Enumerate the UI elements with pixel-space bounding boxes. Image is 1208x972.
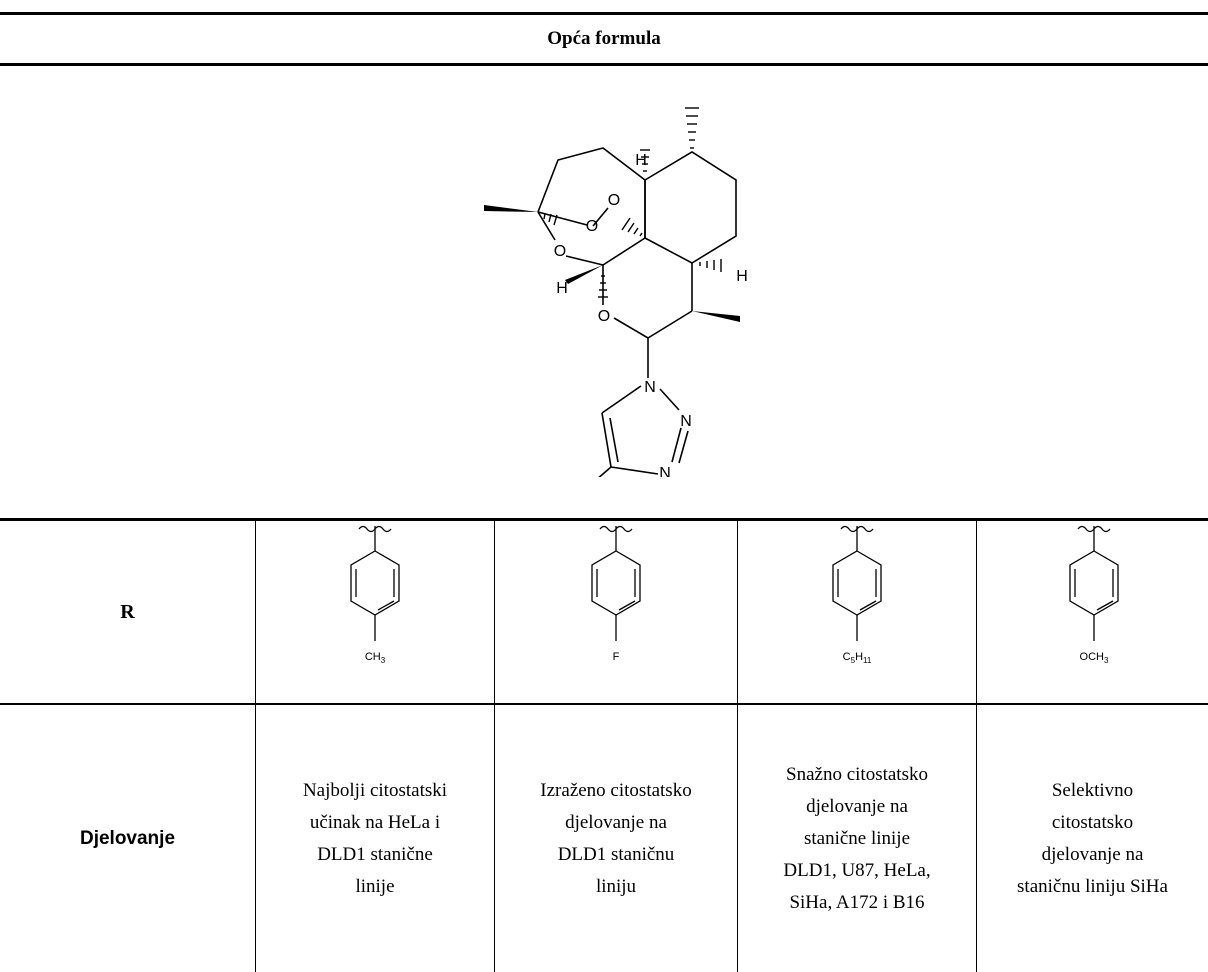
column-divider (255, 521, 256, 972)
atom-n-1: N (644, 379, 656, 396)
atom-n-2: N (680, 413, 692, 430)
table-top-rule (0, 12, 1208, 15)
substituent-fluorophenyl: F (591, 525, 641, 663)
column-divider (737, 521, 738, 972)
atom-o-peroxide-1: O (586, 218, 598, 235)
substituent-methoxyphenyl: OCH3 (1069, 525, 1119, 665)
formula-bottom-rule (0, 518, 1208, 521)
substituent-pentylphenyl: C5H11 (832, 525, 882, 665)
atom-o-peroxide-2: O (608, 192, 620, 209)
substituent-label-c5h11: C5H11 (843, 651, 872, 665)
atom-h-left: H (556, 280, 568, 297)
header-bottom-rule (0, 63, 1208, 66)
row-label-r: R (120, 600, 135, 623)
atom-h-top: H (635, 152, 647, 169)
substituent-label-ch3: CH3 (365, 651, 386, 665)
substituent-tolyl: CH3 (350, 525, 400, 665)
atom-o-lower: O (598, 308, 610, 325)
atom-n-3: N (659, 465, 671, 477)
atom-h-right: H (736, 268, 748, 285)
activity-cell-4: Selektivno citostatsko djelovanje na sta… (1017, 779, 1168, 897)
row-divider-rule (0, 703, 1208, 705)
column-divider (494, 521, 495, 972)
activity-cell-1: Najbolji citostatski učinak na HeLa i DL… (302, 779, 448, 897)
substituent-label-f: F (613, 651, 620, 663)
table-header: Opća formula (547, 28, 661, 49)
atom-o-ring: O (554, 243, 566, 260)
column-divider (976, 521, 977, 972)
substituent-label-och3: OCH3 (1080, 651, 1109, 665)
row-label-djelovanje: Djelovanje (79, 827, 176, 849)
activity-cell-2: Izraženo citostatsko djelovanje na DLD1 … (540, 779, 692, 897)
activity-cell-3: Snažno citostatsko djelovanje na staničn… (783, 763, 931, 913)
general-formula-structure: H O O O H H O N N N R (484, 107, 748, 477)
